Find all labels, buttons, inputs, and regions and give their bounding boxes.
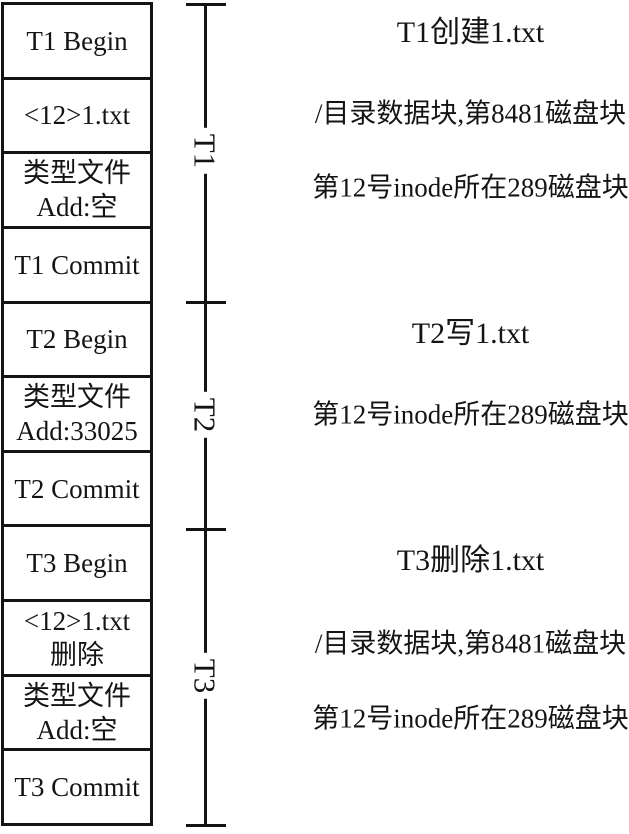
log-row-t3-commit: T3 Commit	[4, 751, 150, 823]
log-row-label-line1: 类型文件	[23, 158, 131, 189]
annotation-t3-inode-block: 第12号inode所在289磁盘块	[312, 703, 629, 734]
log-row-t1-inode: 类型文件 Add:空	[4, 154, 150, 229]
log-row-label: T1 Begin	[26, 25, 128, 56]
log-record-column: T1 Begin <12>1.txt 类型文件 Add:空 T1 Commit …	[1, 2, 153, 826]
log-row-label-line1: <12>1.txt	[23, 605, 131, 636]
annotation-t1-title: T1创建1.txt	[396, 15, 545, 49]
log-row-t1-commit: T1 Commit	[4, 229, 150, 304]
timeline-tick-bottom	[186, 824, 226, 827]
log-row-t1-begin: T1 Begin	[4, 5, 150, 80]
annotation-t3-dir-block: /目录数据块,第8481磁盘块	[314, 628, 627, 659]
log-row-label-line1: 类型文件	[23, 680, 131, 711]
log-row-label-line2: 删除	[50, 639, 104, 670]
log-row-label-line2: Add:空	[36, 714, 118, 745]
log-row-t3-begin: T3 Begin	[4, 527, 150, 603]
annotation-t2-inode-block: 第12号inode所在289磁盘块	[312, 399, 629, 430]
log-row-t3-inode: 类型文件 Add:空	[4, 677, 150, 752]
log-row-label: T2 Commit	[14, 473, 140, 504]
timeline-tick-top	[186, 3, 226, 6]
log-row-t2-begin: T2 Begin	[4, 304, 150, 379]
log-row-t2-inode: 类型文件 Add:33025	[4, 378, 150, 453]
log-row-t3-dir-entry: <12>1.txt 删除	[4, 602, 150, 677]
log-row-label-line2: Add:33025	[16, 416, 138, 447]
annotation-t1-dir-block: /目录数据块,第8481磁盘块	[314, 98, 627, 129]
timeline-label-t1: T1	[188, 127, 223, 175]
timeline-label-t3: T3	[188, 652, 223, 700]
annotation-t2-title: T2写1.txt	[411, 316, 530, 350]
timeline-tick-t1-t2	[186, 301, 226, 304]
timeline-label-t2: T2	[188, 391, 223, 439]
log-row-label: <12>1.txt	[23, 100, 131, 131]
annotation-t3-title: T3删除1.txt	[396, 543, 545, 577]
annotation-t1-inode-block: 第12号inode所在289磁盘块	[312, 172, 629, 203]
log-row-label: T1 Commit	[14, 249, 140, 280]
log-row-label: T2 Begin	[26, 324, 128, 355]
log-row-label: T3 Commit	[14, 772, 140, 803]
log-row-label: T3 Begin	[26, 548, 128, 579]
timeline-tick-t2-t3	[186, 528, 226, 531]
log-row-label-line1: 类型文件	[23, 382, 131, 413]
log-row-t2-commit: T2 Commit	[4, 453, 150, 528]
log-row-t1-dir-entry: <12>1.txt	[4, 80, 150, 155]
log-row-label-line2: Add:空	[36, 192, 118, 223]
